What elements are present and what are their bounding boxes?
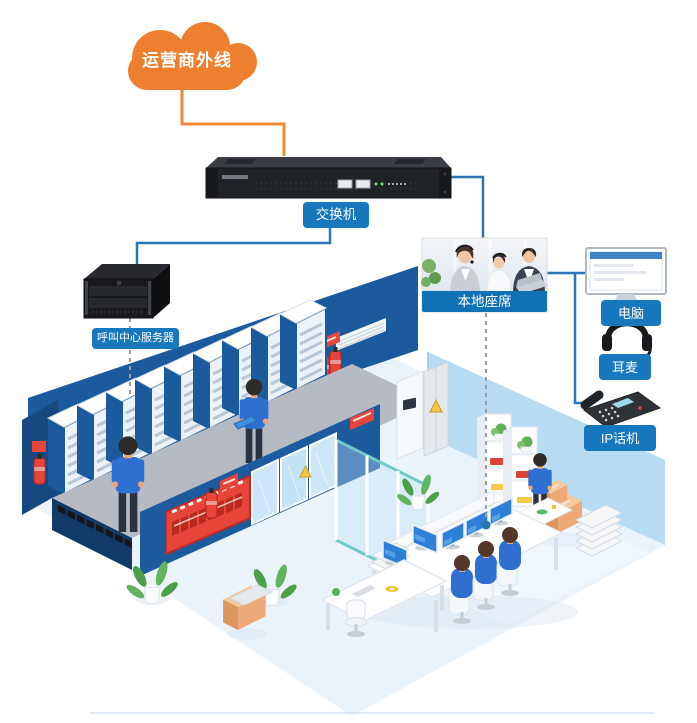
switch-to-agents-connector: [451, 175, 485, 238]
connectors: [129, 88, 586, 530]
storage-box-floor: [221, 584, 274, 640]
floor-vent-tiles: [58, 505, 132, 549]
wall-air-vent: [336, 318, 386, 351]
server-room-front-wall: [140, 404, 380, 576]
server-device-image: [83, 264, 170, 319]
isometric-scene: [22, 266, 665, 716]
cloud-icon: [128, 22, 257, 90]
keyboard: [352, 585, 376, 597]
switch-logo: [222, 175, 248, 179]
server-room-floor: [52, 364, 432, 538]
cloud-to-switch-connector: [180, 88, 286, 156]
fire-extinguisher-front: [205, 487, 218, 519]
server-label: 呼叫中心服务器: [92, 328, 179, 349]
fire-safety-sign: [220, 473, 238, 492]
cloud-label: 运营商外线: [142, 51, 232, 70]
local-agents-label: 本地座席: [422, 291, 547, 312]
photo-agent-1: [450, 244, 480, 295]
ip-phone-icon: [580, 390, 662, 428]
photo-agent-2: [486, 252, 512, 294]
office-right-wall: [428, 352, 665, 545]
warning-triangle-glass: [299, 464, 312, 478]
switch-device-image: [205, 157, 452, 199]
switch-to-server-connector: [135, 227, 332, 265]
switch-label: 交换机: [303, 202, 369, 228]
computer-label: 电脑: [601, 300, 661, 326]
headset-label: 耳麦: [599, 354, 651, 380]
photo-agent-3: [513, 248, 547, 294]
electrical-cabinets: [396, 361, 449, 460]
dashed-connector-endpoint: [481, 520, 491, 530]
server-room-glass-doors: [251, 432, 337, 526]
computer-to-ipphone-connector: [573, 273, 584, 405]
monitor-icon: [585, 247, 667, 304]
technician-laptop: [233, 415, 257, 430]
fire-extinguisher-left: [32, 441, 46, 485]
warning-triangle-cabinet: [429, 398, 443, 413]
ip-phone-label: IP话机: [584, 425, 656, 451]
fire-hydrant-sign: [350, 408, 374, 430]
